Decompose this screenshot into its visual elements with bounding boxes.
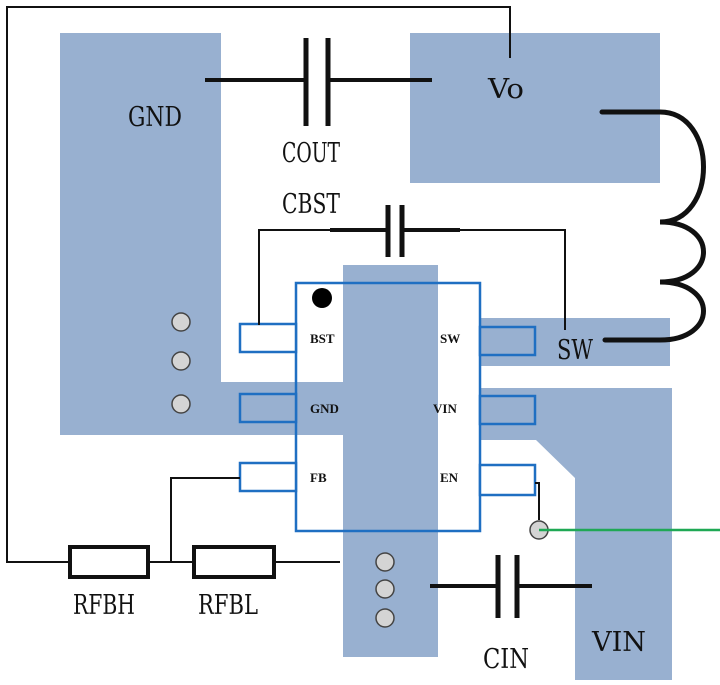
cout-capacitor bbox=[205, 38, 432, 126]
via-cin-1 bbox=[375, 552, 395, 572]
bst-wire bbox=[258, 229, 330, 325]
via-cin-2 bbox=[375, 579, 395, 599]
pin-label-fb: FB bbox=[310, 470, 327, 485]
wires bbox=[6, 6, 566, 563]
rfbh-label: RFBH bbox=[73, 590, 135, 621]
cbst-capacitor bbox=[330, 205, 460, 257]
cout-label: COUT bbox=[282, 138, 340, 169]
rfbl-resistor bbox=[192, 545, 276, 579]
sw-label: SW bbox=[557, 335, 593, 366]
en-wire bbox=[535, 482, 540, 520]
pin-label-gnd: GND bbox=[310, 401, 339, 416]
vo-label: Vo bbox=[487, 74, 524, 105]
vin-copper-pour bbox=[480, 388, 672, 680]
gnd-copper-pour bbox=[60, 33, 438, 657]
cbst-label: CBST bbox=[282, 189, 340, 220]
pin1-marker bbox=[312, 288, 332, 308]
vin-label: VIN bbox=[591, 627, 646, 658]
copper-layer bbox=[60, 33, 672, 680]
via-cin-3 bbox=[375, 608, 395, 628]
inductor-coil bbox=[599, 109, 706, 343]
rfbl-label: RFBL bbox=[198, 590, 258, 621]
feedback-sense-wire bbox=[6, 6, 511, 563]
pad-sw bbox=[478, 325, 537, 357]
gnd-pour-label: GND bbox=[128, 102, 182, 133]
pad-bst bbox=[238, 322, 298, 354]
pad-en bbox=[478, 463, 537, 497]
pad-fb bbox=[238, 461, 298, 493]
pin-label-bst: BST bbox=[310, 331, 335, 346]
pin-label-sw: SW bbox=[440, 331, 460, 346]
cin-label: CIN bbox=[483, 644, 529, 675]
sw-to-cbst-wire bbox=[460, 229, 566, 330]
pin-label-en: EN bbox=[440, 470, 459, 485]
ic-package: BST GND FB SW VIN EN bbox=[238, 281, 537, 533]
via-gnd-1 bbox=[171, 312, 191, 332]
via-gnd-2 bbox=[171, 351, 191, 371]
fb-pin-wire bbox=[170, 477, 240, 562]
pin-label-vin: VIN bbox=[433, 401, 457, 416]
pad-vin bbox=[478, 394, 537, 426]
rfbh-resistor bbox=[68, 545, 150, 579]
via-gnd-3 bbox=[171, 394, 191, 414]
pad-gnd bbox=[238, 392, 298, 424]
vo-copper-pour bbox=[410, 33, 660, 183]
cin-capacitor bbox=[430, 555, 592, 618]
